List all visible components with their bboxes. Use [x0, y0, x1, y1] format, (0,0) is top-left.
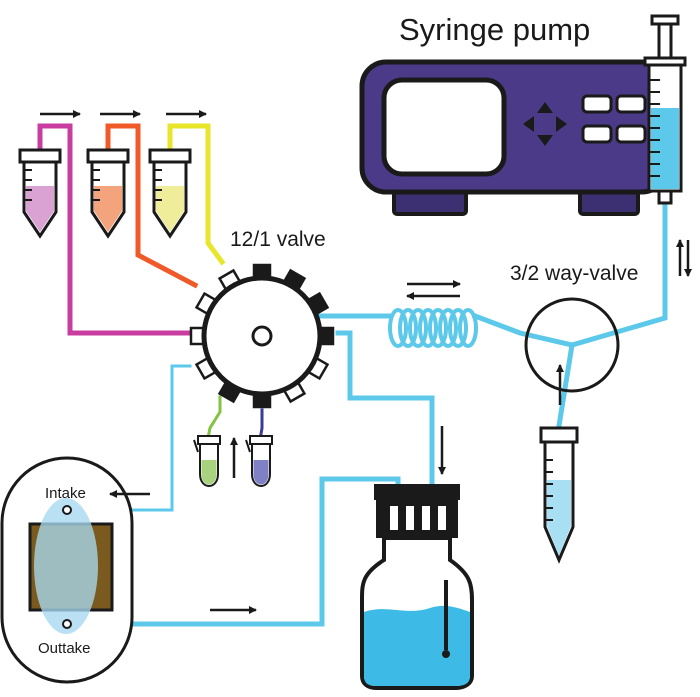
reagent-1-tube	[37, 123, 193, 336]
switch-valve-body	[524, 297, 620, 393]
sample-liquid	[201, 460, 217, 485]
coil-loop	[398, 308, 418, 348]
waste-liquid	[364, 605, 470, 686]
switch-valve: 3/2 way-valve	[510, 262, 638, 405]
reagent-tube-1	[18, 148, 62, 239]
sample-tube-1	[193, 435, 221, 487]
selector-valve-center	[251, 325, 273, 347]
coil-loop	[408, 308, 428, 348]
waste-line	[335, 330, 435, 571]
reagent-tube-3	[148, 148, 192, 239]
tubing-network	[37, 123, 668, 627]
syringe-pump-title: Syringe pump	[399, 12, 590, 47]
reservoir-liquid	[547, 480, 571, 556]
selector-valve: 12/1 valve	[189, 228, 335, 409]
coil-loop	[428, 308, 448, 348]
sample-1-tube	[206, 395, 222, 440]
reagent-tube-2	[86, 148, 130, 239]
reagent-liquid	[26, 186, 54, 232]
sample-liquid	[253, 460, 269, 485]
reagent-liquid	[156, 186, 184, 232]
outtake-port	[62, 619, 72, 629]
pump-buttons	[581, 94, 647, 144]
syringe-pump: Syringe pump	[359, 12, 669, 216]
sample-chamber: Intake Outtake	[0, 456, 134, 684]
coil-icon	[388, 308, 478, 348]
selector-valve-label: 12/1 valve	[230, 228, 326, 251]
bidirectional-arrow-icon	[676, 239, 692, 277]
intake-port	[62, 505, 72, 515]
reagent-tubes	[18, 148, 192, 239]
reagent-3-tube	[167, 123, 226, 266]
coil-loop	[438, 308, 458, 348]
syringe-icon	[643, 14, 687, 205]
pump-screen	[381, 77, 507, 177]
chamber-flow-zone	[34, 498, 98, 634]
coil-loop	[448, 308, 468, 348]
sample-tube-2	[245, 435, 273, 487]
sample-tubes	[193, 435, 273, 487]
outtake-label: Outtake	[38, 640, 91, 657]
waste-bottle	[360, 484, 474, 690]
pump-direction-pad	[523, 102, 567, 146]
reagent-2-tube	[105, 123, 199, 289]
coil-loop	[458, 308, 478, 348]
coil-to-switch-line	[471, 312, 575, 348]
reservoir-tube	[539, 426, 579, 564]
intake-label: Intake	[45, 485, 86, 502]
reagent-liquid	[94, 186, 122, 232]
coil-loop	[418, 308, 438, 348]
switch-to-pump-line	[568, 197, 668, 349]
switch-valve-label: 3/2 way-valve	[510, 262, 638, 285]
coil-flow-arrows	[406, 280, 461, 300]
coil-loop	[388, 308, 408, 348]
switch-to-reservoir-line	[555, 342, 575, 435]
